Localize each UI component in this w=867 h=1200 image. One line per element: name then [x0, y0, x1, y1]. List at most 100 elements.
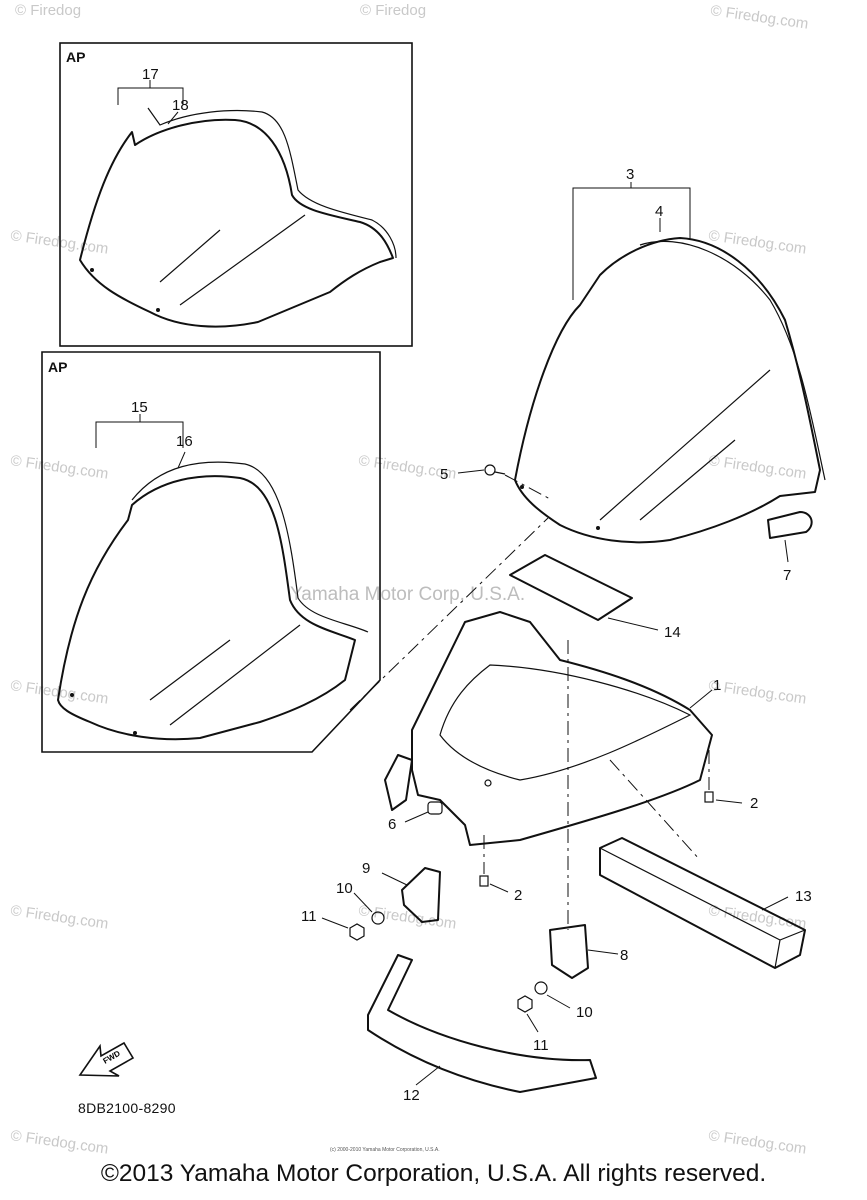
callout-17: 17	[142, 66, 159, 83]
foam-block-13: 13	[599, 837, 812, 969]
watermark-top-right: © Firedog.com	[709, 2, 809, 33]
leader-13	[761, 896, 789, 911]
cowl-1-hole	[484, 779, 492, 787]
callout-16: 16	[176, 433, 193, 450]
windshield-15	[57, 475, 356, 741]
callout-12: 12	[403, 1087, 420, 1104]
callout-4: 4	[655, 203, 663, 220]
ap-box-upper-frame	[59, 42, 413, 347]
windshield-assembly-3: 3 4	[514, 166, 826, 544]
tiny-credit: (c) 2000-2010 Yamaha Motor Corporation, …	[330, 1147, 440, 1153]
clip-7: 7	[767, 511, 813, 584]
windshield-15-shading	[149, 624, 301, 726]
washer-10-left	[371, 911, 385, 925]
leader-11-right	[526, 1013, 539, 1033]
pad-14-body	[509, 554, 633, 621]
callout-7: 7	[783, 567, 791, 584]
leader-2-right	[715, 799, 743, 804]
bracket-8: 8 10 11	[517, 924, 628, 1054]
ap-box-lower-frame	[41, 351, 381, 753]
leader-16	[177, 451, 186, 469]
watermark-left-2: © Firedog.com	[9, 452, 109, 483]
callout-13: 13	[795, 888, 812, 905]
forward-arrow-shape	[78, 1041, 135, 1077]
windshield-17-hole	[156, 308, 160, 312]
copyright-footer: ©2013 Yamaha Motor Corporation, U.S.A. A…	[100, 1160, 767, 1187]
callout-9: 9	[362, 860, 370, 877]
callout-5: 5	[440, 466, 448, 483]
callout-10-left: 10	[336, 880, 353, 897]
windshield-17-shading	[159, 214, 306, 306]
grommet-6: 6	[388, 801, 443, 833]
leader-7	[784, 539, 789, 563]
windshield-3-hole	[596, 526, 600, 530]
callout-11-right: 11	[533, 1037, 549, 1054]
trim-18	[147, 107, 397, 259]
leader-10-left	[353, 892, 373, 913]
callout-3: 3	[626, 166, 634, 183]
foam-block-13-edges	[599, 847, 806, 969]
bracket-15	[95, 421, 184, 448]
bracket-9: 9 10 11	[301, 860, 441, 941]
bracket-3	[572, 187, 691, 300]
leader-9	[381, 872, 408, 886]
callout-1: 1	[713, 677, 721, 694]
windshield-15-hole	[133, 731, 137, 735]
watermark-top-center: © Firedog	[360, 2, 426, 19]
cowl-1: 1	[349, 517, 721, 930]
leader-18	[167, 111, 179, 125]
callout-10-right: 10	[576, 1004, 593, 1021]
bolt-2-center: 2	[479, 835, 522, 904]
watermark-right-1: © Firedog.com	[707, 227, 807, 258]
watermark-right-2: © Firedog.com	[707, 452, 807, 483]
pad-14: 14	[509, 554, 681, 641]
diagram-part-code: 8DB2100-8290	[78, 1100, 176, 1116]
windshield-17-hole	[90, 268, 94, 272]
cowl-1-side	[384, 754, 413, 811]
callout-6: 6	[388, 816, 396, 833]
leader-6	[404, 811, 429, 823]
leader-11-left	[321, 917, 349, 929]
windshield-17	[79, 118, 394, 328]
windshield-3-shading	[599, 369, 771, 521]
watermark-center-yamaha: Yamaha Motor Corp, U.S.A.	[290, 584, 525, 605]
watermark-left-5: © Firedog.com	[9, 1127, 109, 1158]
dash-left	[349, 517, 549, 711]
watermark-top-left: © Firedog	[15, 2, 81, 19]
screw-5-head	[484, 464, 496, 476]
watermark-right-5: © Firedog.com	[707, 1127, 807, 1158]
foam-block-13-body	[599, 837, 806, 969]
dash-5	[504, 474, 553, 501]
clip-7-body	[767, 511, 813, 539]
ap-box-upper: AP 17 18	[59, 42, 413, 347]
callout-15: 15	[131, 399, 148, 416]
trim-16	[131, 461, 369, 633]
bumper-12: 12	[367, 954, 597, 1104]
callout-11-left: 11	[301, 908, 317, 925]
grommet-6-body	[427, 801, 443, 815]
leader-1	[689, 689, 713, 709]
screw-5: 5	[440, 464, 553, 501]
callout-18: 18	[172, 97, 189, 114]
leader-10-right	[546, 994, 571, 1009]
bolt-2-center-head	[479, 875, 489, 887]
ap-box-upper-label: AP	[66, 49, 85, 65]
ap-box-lower: AP 15 16	[41, 351, 381, 753]
washer-10-right	[534, 981, 548, 995]
watermark-right-3: © Firedog.com	[707, 677, 807, 708]
bracket-8-body	[549, 924, 589, 979]
cowl-1-body	[411, 611, 713, 846]
dash-right	[609, 759, 701, 861]
watermark-left-4: © Firedog.com	[9, 902, 109, 933]
watermark-layer: © Firedog © Firedog © Firedog.com © Fire…	[9, 2, 809, 1158]
callout-8: 8	[620, 947, 628, 964]
callout-14: 14	[664, 624, 681, 641]
leader-14	[607, 617, 659, 631]
leader-12	[415, 1065, 441, 1086]
bumper-12-body	[367, 954, 597, 1093]
trim-4	[639, 240, 826, 481]
bolt-2-right: 2	[704, 750, 758, 812]
bolt-2-right-head	[704, 791, 714, 803]
leader-5	[457, 469, 485, 474]
